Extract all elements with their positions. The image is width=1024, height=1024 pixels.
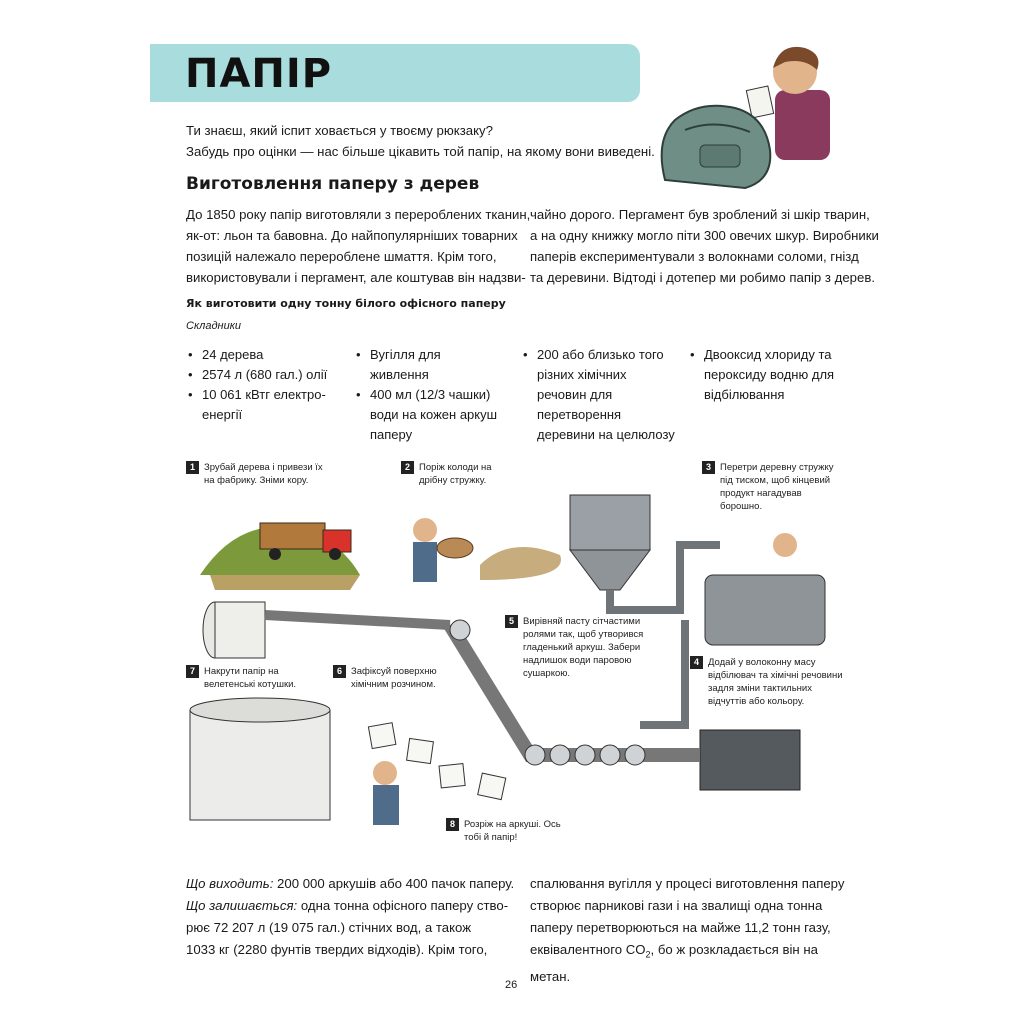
ingredient-item: 400 мл (12/3 чашки) води на кожен аркуш … bbox=[356, 385, 501, 445]
step-number: 2 bbox=[401, 461, 414, 474]
step-6: 6 Зафіксуй поверхню хімічним розчином. bbox=[333, 665, 463, 691]
text-line: паперу перетворюються на майже 11,2 тонн… bbox=[530, 920, 831, 935]
text-line: створює парникові гази і на звалищі одна… bbox=[530, 898, 823, 913]
kid-backpack-illustration bbox=[660, 46, 830, 190]
section-left-column: До 1850 року папір виготовляли з перероб… bbox=[186, 204, 530, 288]
co2-text-end: , бо ж розкладається він на метан. bbox=[530, 942, 818, 984]
step-text: Поріж колоди на дрібну стружку. bbox=[419, 462, 492, 486]
co2-subscript: 2 bbox=[645, 949, 651, 960]
step-number: 1 bbox=[186, 461, 199, 474]
ingredients-col-2: Вугілля для живлення 400 мл (12/3 чашки)… bbox=[356, 345, 501, 445]
step-text: Вирівняй пасту сітчастими ролями так, що… bbox=[523, 616, 644, 679]
text-line: До 1850 року папір виготовляли з перероб… bbox=[186, 207, 531, 222]
text-line: еквівалентного CO2, бо ж розкладається в… bbox=[530, 939, 860, 988]
page-title: ПАПІР bbox=[185, 51, 333, 97]
papermaking-process-illustration bbox=[189, 494, 826, 825]
step-number: 3 bbox=[702, 461, 715, 474]
text-line: а на одну книжку могло піти 300 овечих ш… bbox=[530, 228, 879, 243]
text-line: рює 72 207 л (19 075 гал.) стічних вод, … bbox=[186, 920, 472, 935]
step-1: 1 Зрубай дерева і привези їх на фабрику. … bbox=[186, 461, 336, 487]
intro-line: Ти знаєш, який іспит ховається у твоєму … bbox=[186, 123, 493, 138]
text-line: 1033 кг (2280 фунтів твердих відходів). … bbox=[186, 942, 488, 957]
text-line: позицій належало перероблене шмаття. Крі… bbox=[186, 249, 497, 264]
text-line: як-от: льон та бавовна. До найпопулярніш… bbox=[186, 228, 518, 243]
output-label: Що виходить: bbox=[186, 876, 274, 891]
step-text: Розріж на аркуші. Ось тобі й папір! bbox=[464, 819, 561, 843]
intro-text: Ти знаєш, який іспит ховається у твоєму … bbox=[186, 120, 655, 162]
step-text: Перетри деревну стружку під тиском, щоб … bbox=[720, 462, 834, 512]
step-5: 5 Вирівняй пасту сітчастими ролями так, щ… bbox=[505, 615, 665, 680]
text-line: використовували і пергамент, але коштува… bbox=[186, 270, 526, 285]
step-4: 4 Додай у волоконну масу відбілювач та хі… bbox=[690, 656, 850, 708]
intro-line: Забудь про оцінки — нас більше цікавить … bbox=[186, 144, 655, 159]
ingredients-col-1: 24 дерева 2574 л (680 гал.) олії 10 061 … bbox=[188, 345, 338, 425]
step-number: 6 bbox=[333, 665, 346, 678]
ingredient-item: Вугілля для живлення bbox=[356, 345, 501, 385]
ingredient-item: Двооксид хлориду та пероксиду водню для … bbox=[690, 345, 838, 405]
logging-truck bbox=[259, 522, 352, 560]
step-number: 7 bbox=[186, 665, 199, 678]
step-number: 8 bbox=[446, 818, 459, 831]
text-line: паперів експериментували з волокнами сол… bbox=[530, 249, 859, 264]
section-heading: Виготовлення паперу з дерев bbox=[186, 174, 480, 194]
step-8: 8 Розріж на аркуші. Ось тобі й папір! bbox=[446, 818, 576, 844]
page-number: 26 bbox=[505, 979, 518, 991]
text-line: спалювання вугілля у процесі виготовленн… bbox=[530, 876, 845, 891]
text-line: чайно дорого. Пергамент був зроблений зі… bbox=[530, 207, 870, 222]
leftover-text: одна тонна офісного паперу ство- bbox=[300, 898, 509, 913]
leftover-label: Що залишається: bbox=[186, 898, 298, 913]
step-text: Зафіксуй поверхню хімічним розчином. bbox=[351, 666, 437, 690]
ingredient-item: 24 дерева bbox=[188, 345, 338, 365]
step-number: 5 bbox=[505, 615, 518, 628]
result-leftover-line: Що залишається: одна тонна офісного папе… bbox=[186, 895, 516, 917]
co2-text: еквівалентного CO bbox=[530, 942, 646, 957]
step-7: 7 Накрути папір на велетенські котушки. bbox=[186, 665, 316, 691]
step-2: 2 Поріж колоди на дрібну стружку. bbox=[401, 461, 531, 487]
ingredients-label: Складники bbox=[186, 320, 242, 332]
output-text: 200 000 аркушів або 400 пачок паперу. bbox=[277, 876, 515, 891]
step-number: 4 bbox=[690, 656, 703, 669]
title-banner bbox=[150, 44, 640, 102]
result-right-column: спалювання вугілля у процесі виготовленн… bbox=[530, 873, 860, 988]
text-line: та деревини. Відтоді і дотепер ми робимо… bbox=[530, 270, 875, 285]
section-right-column: чайно дорого. Пергамент був зроблений зі… bbox=[530, 204, 879, 288]
step-text: Зрубай дерева і привези їх на фабрику. З… bbox=[204, 462, 323, 486]
ingredients-col-3: 200 або близько того різних хімічних реч… bbox=[523, 345, 678, 445]
result-output-line: Що виходить: 200 000 аркушів або 400 пач… bbox=[186, 873, 516, 895]
recipe-title: Як виготовити одну тонну білого офісного… bbox=[186, 297, 506, 310]
step-text: Накрути папір на велетенські котушки. bbox=[204, 666, 297, 690]
ingredients-col-4: Двооксид хлориду та пероксиду водню для … bbox=[690, 345, 838, 405]
ingredient-item: 2574 л (680 гал.) олії bbox=[188, 365, 338, 385]
step-text: Додай у волоконну масу відбілювач та хім… bbox=[708, 657, 843, 707]
ingredient-item: 200 або близько того різних хімічних реч… bbox=[523, 345, 678, 445]
result-left-column: Що виходить: 200 000 аркушів або 400 пач… bbox=[186, 873, 516, 961]
ingredient-item: 10 061 кВтг електро-енергії bbox=[188, 385, 338, 425]
step-3: 3 Перетри деревну стружку під тиском, щоб… bbox=[702, 461, 850, 513]
